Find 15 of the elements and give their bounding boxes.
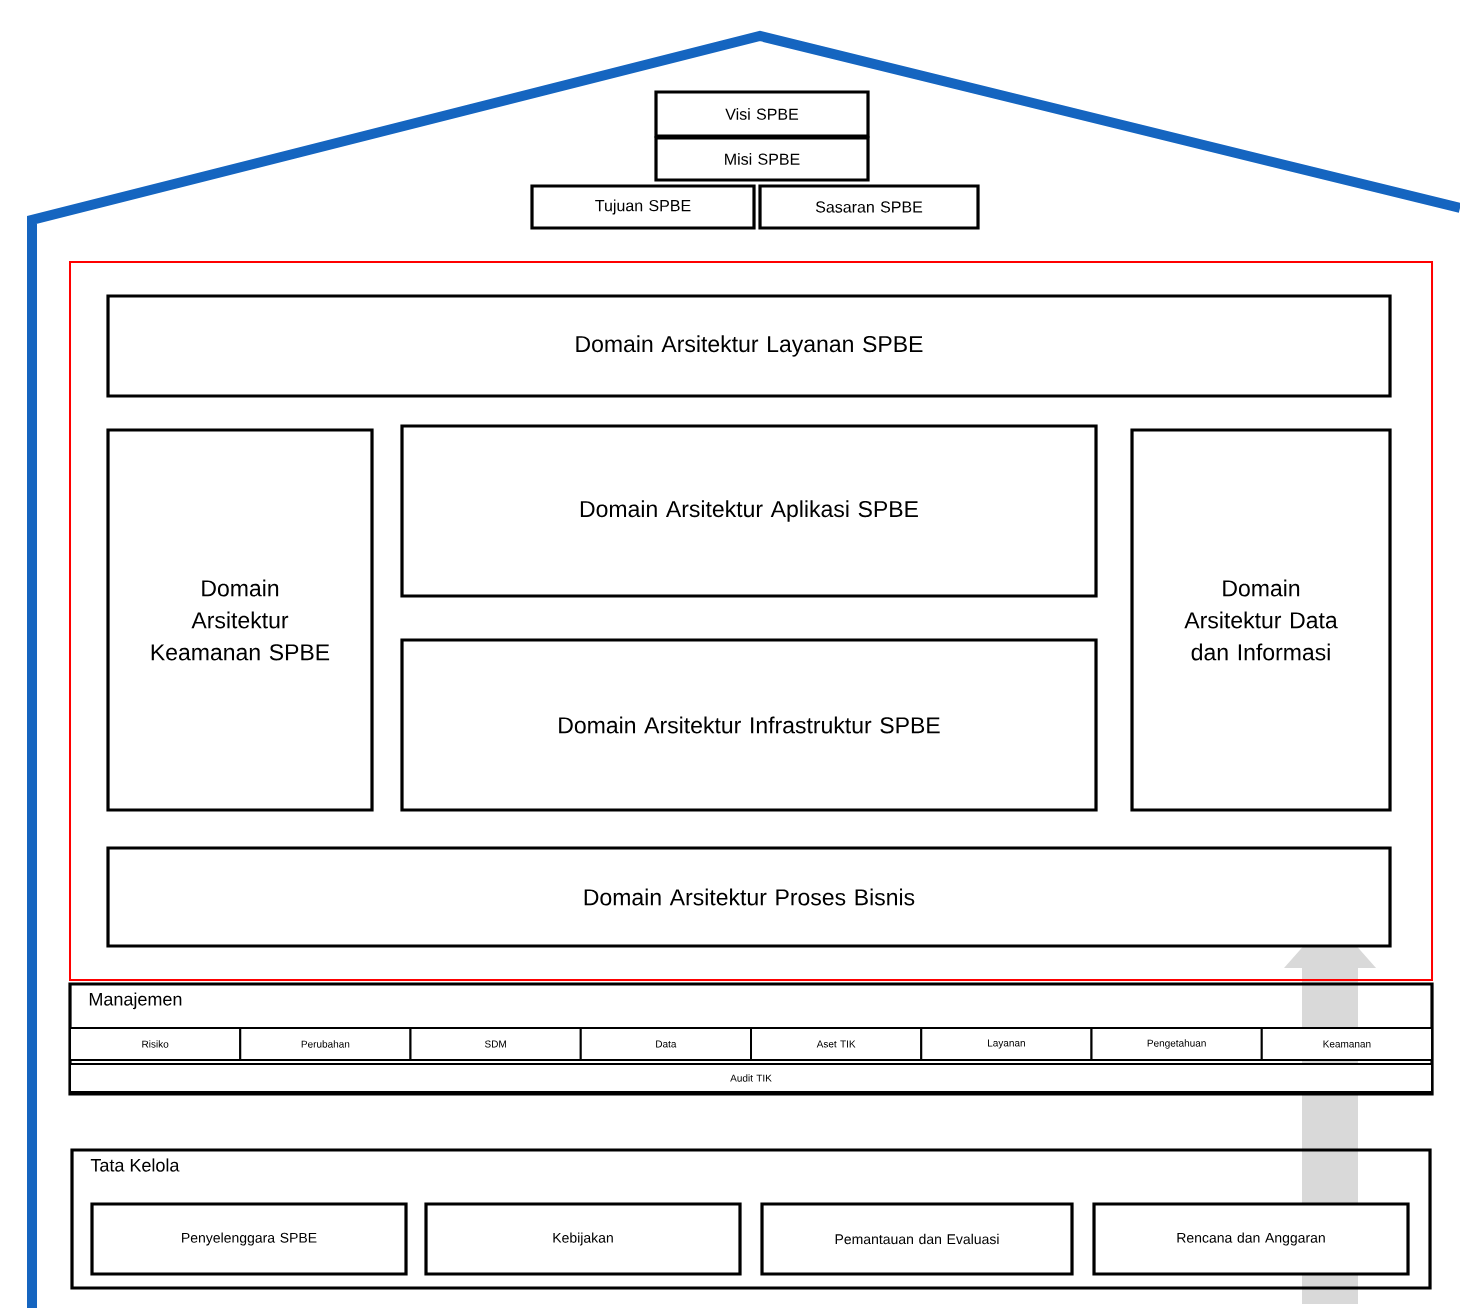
heading: Tata Kelola — [90, 1158, 180, 1172]
group-box — [68, 982, 1434, 1096]
domain-box: Domain Arsitektur Layanan SPBE — [106, 294, 1392, 398]
domain-box: Domain Arsitektur Infrastruktur SPBE — [400, 638, 1098, 812]
label-box: Visi SPBE — [654, 90, 870, 138]
label-box: Sasaran SPBE — [758, 184, 980, 230]
label-box: Misi SPBE — [654, 136, 870, 182]
domain-box: Domain Arsitektur Data dan Informasi — [1130, 428, 1392, 812]
group-box — [70, 1148, 1432, 1290]
domain-box: Domain Arsitektur Proses Bisnis — [106, 846, 1392, 948]
frame-box — [69, 261, 1433, 981]
label-box: Tujuan SPBE — [530, 184, 756, 230]
domain-box: Domain Arsitektur Aplikasi SPBE — [400, 424, 1098, 598]
heading: Manajemen — [89, 992, 182, 1010]
domain-box: Domain Arsitektur Keamanan SPBE — [106, 428, 374, 812]
